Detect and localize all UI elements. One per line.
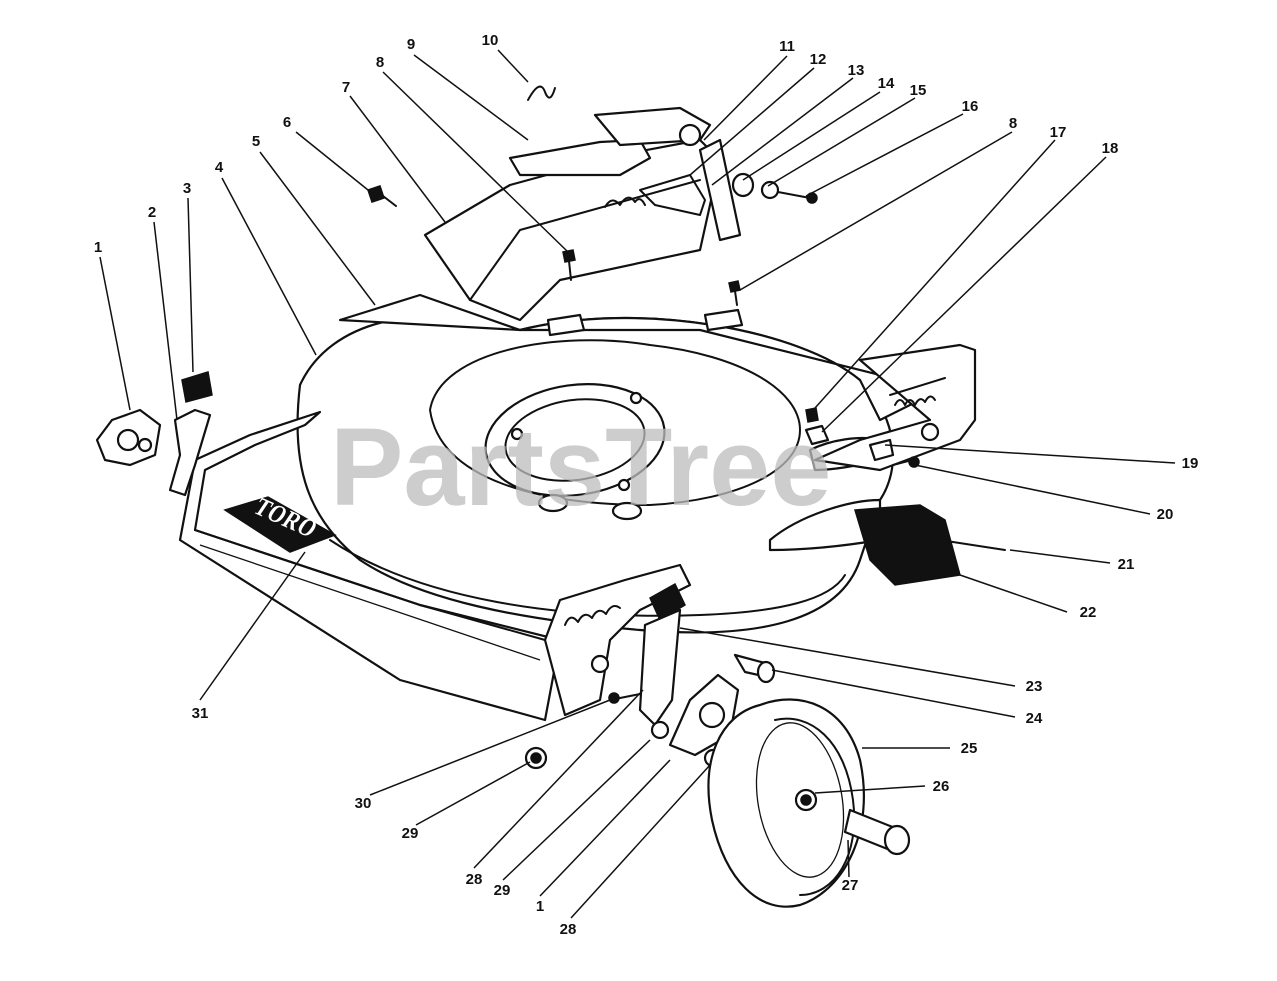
- callout-10: 10: [482, 32, 499, 49]
- callout-19: 19: [1182, 455, 1199, 472]
- callout-17: 17: [1050, 124, 1067, 141]
- callout-16: 16: [962, 98, 979, 115]
- callout-20: 20: [1157, 506, 1174, 523]
- callout-27: 27: [842, 877, 859, 894]
- callout-9: 9: [407, 36, 415, 53]
- callout-1-bottom: 1: [536, 898, 544, 915]
- callout-30: 30: [355, 795, 372, 812]
- callout-23: 23: [1026, 678, 1043, 695]
- callout-13: 13: [848, 62, 865, 79]
- callout-31: 31: [192, 705, 209, 722]
- callout-24: 24: [1026, 710, 1043, 727]
- callout-8: 8: [376, 54, 384, 71]
- callout-7: 7: [342, 79, 350, 96]
- callout-15: 15: [910, 82, 927, 99]
- callout-28-bottom: 28: [560, 921, 577, 938]
- wheel: [707, 698, 911, 908]
- callout-labels: 1 2 3 4 5 6 7 8 9 10 11 12 13 14 15 16 8…: [94, 32, 1199, 938]
- right-height-plate: [813, 343, 977, 472]
- callout-28: 28: [466, 871, 483, 888]
- callout-1: 1: [94, 239, 102, 256]
- watermark: PartsTree: [330, 406, 831, 529]
- callout-29-bottom: 29: [494, 882, 511, 899]
- callout-2: 2: [148, 204, 156, 221]
- leader-lines: [99, 49, 1176, 919]
- front-left-adjuster: [95, 371, 213, 497]
- callout-25: 25: [961, 740, 978, 757]
- callout-4: 4: [215, 159, 224, 176]
- callout-21: 21: [1118, 556, 1135, 573]
- callout-3: 3: [183, 180, 191, 197]
- handle-grip: [508, 138, 652, 177]
- toro-logo-plate: [223, 496, 337, 553]
- callout-18: 18: [1102, 140, 1119, 157]
- callout-8-right: 8: [1009, 115, 1017, 132]
- callout-11: 11: [779, 38, 795, 55]
- callout-26: 26: [933, 778, 950, 795]
- callout-29: 29: [402, 825, 419, 842]
- callout-12: 12: [810, 51, 827, 68]
- callout-5: 5: [252, 133, 260, 150]
- rear-baffle: [854, 504, 1006, 586]
- hardware: [367, 85, 920, 770]
- callout-14: 14: [878, 75, 895, 92]
- callout-6: 6: [283, 114, 291, 131]
- callout-22: 22: [1080, 604, 1097, 621]
- deck-housing: [296, 293, 942, 634]
- rear-shield-and-handle: [423, 106, 755, 337]
